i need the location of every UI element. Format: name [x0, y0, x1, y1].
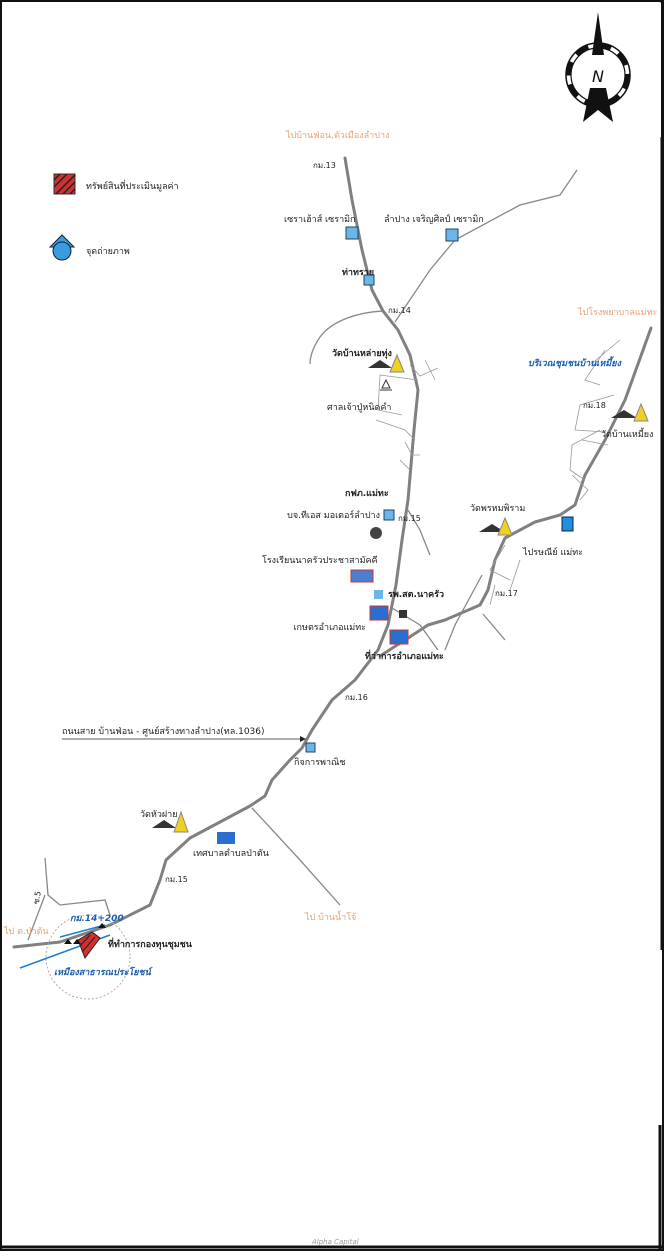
shop-icon: [363, 274, 375, 286]
east-road: [378, 326, 653, 658]
place-label: ลำปาง เจริญศิลป์ เซรามิก: [384, 213, 484, 225]
place-label: โรงเรียนนาครัวประชาสามัคคี: [262, 555, 378, 566]
place-label: ไปรษณีย์ แม่ทะ: [522, 546, 583, 558]
municipality-icon: [217, 832, 235, 844]
main-road: [12, 156, 420, 949]
km-marker-property: กม.14+200: [70, 914, 124, 924]
place-label: เทศบาลตำบลป่าตัน: [193, 848, 269, 859]
shop-icon: [305, 742, 316, 753]
hospital-icon: [374, 590, 383, 599]
post-office-icon: [561, 516, 574, 532]
direction-west: ไป ต.ป่าตัน: [3, 926, 49, 937]
place-label: เกษตรอำเภอแม่ทะ: [293, 622, 366, 633]
utility-label: เหมืองสาธารณประโยชน์: [54, 966, 154, 978]
svg-text:N: N: [592, 67, 604, 86]
km-marker: กม.15: [165, 875, 188, 884]
direction-northeast: ไปโรงพยาบาลแม่ทะ: [577, 307, 658, 318]
temple-icon: [152, 810, 189, 833]
place-label: ศาลเจ้าปู่หนิดคำ: [327, 402, 391, 413]
school-icon: [350, 569, 374, 583]
place-label: ท่าทราย: [342, 267, 374, 278]
watermark: Alpha Capital: [311, 1238, 359, 1246]
north-arrow-icon: N: [548, 3, 661, 137]
camera-point-legend-icon: [48, 234, 76, 261]
shrine-icon: [380, 378, 392, 391]
roads: [12, 156, 653, 949]
ceramic-shop-icon: [345, 226, 359, 240]
place-label: วัดบ้านเหมี้ยง: [601, 427, 653, 440]
property-legend-icon: [53, 173, 76, 195]
government-office-icon: [389, 629, 409, 645]
km-marker: กม.13: [313, 161, 336, 170]
legend-photo-label: จุดถ่ายภาพ: [86, 247, 130, 257]
place-label: บจ.ทีเอส มอเตอร์ลำปาง: [287, 509, 380, 521]
legend-property-label: ทรัพย์สินที่ประเมินมูลค่า: [86, 179, 179, 192]
community-label: บริเวณชุมชนบ้านเหมี้ยง: [528, 356, 622, 369]
arrow-head-icon: [300, 736, 306, 742]
house-icon: [64, 939, 81, 944]
road-name-label: ถนนสาย บ้านฟ่อน - ศูนย์สร้างทางลำปาง(ทล.…: [62, 725, 265, 737]
place-label: รพ.สต.นาครัว: [388, 589, 444, 600]
place-label: กิจการพาณิช: [294, 757, 346, 768]
km-marker: กม.16: [345, 693, 368, 702]
gas-station-icon: [370, 527, 382, 539]
house-icon: [98, 923, 106, 928]
legend: ทรัพย์สินที่ประเมินมูลค่า จุดถ่ายภาพ: [48, 173, 179, 261]
place-label: กฟภ.แม่ทะ: [345, 488, 389, 499]
place-label: เซราเฮ้าส์ เซรามิก: [284, 213, 356, 225]
km-marker: กม.17: [495, 589, 518, 598]
temple-icon: [479, 516, 513, 536]
lane-label: ซ.5: [32, 890, 43, 904]
government-office-icon: [369, 605, 389, 621]
place-label: วัดบ้านหล่ายทุ่ง: [332, 348, 392, 359]
km-marker: กม.15: [398, 514, 421, 523]
direction-south: ไป บ้านน้ำโจ้: [304, 910, 356, 923]
pea-office-icon: [383, 509, 395, 521]
place-label: วัดพรหมพิราม: [470, 503, 525, 514]
km-marker: กม.14: [388, 306, 411, 315]
subject-property-area: [19, 914, 131, 1000]
police-icon: [399, 610, 407, 618]
km-marker: กม.18: [583, 401, 606, 410]
direction-north: ไปบ้านฟ่อน,ตัวเมืองลำปาง: [285, 130, 389, 141]
place-label: วัดหัวฝาย: [140, 810, 178, 820]
ceramic-shop-icon: [445, 228, 459, 242]
place-label: ที่ว่าการอำเภอแม่ทะ: [365, 649, 444, 662]
temple-icon: [611, 402, 649, 422]
place-label: ที่ทำการกองทุนชุมชน: [108, 937, 193, 950]
temple-icon: [368, 353, 405, 373]
